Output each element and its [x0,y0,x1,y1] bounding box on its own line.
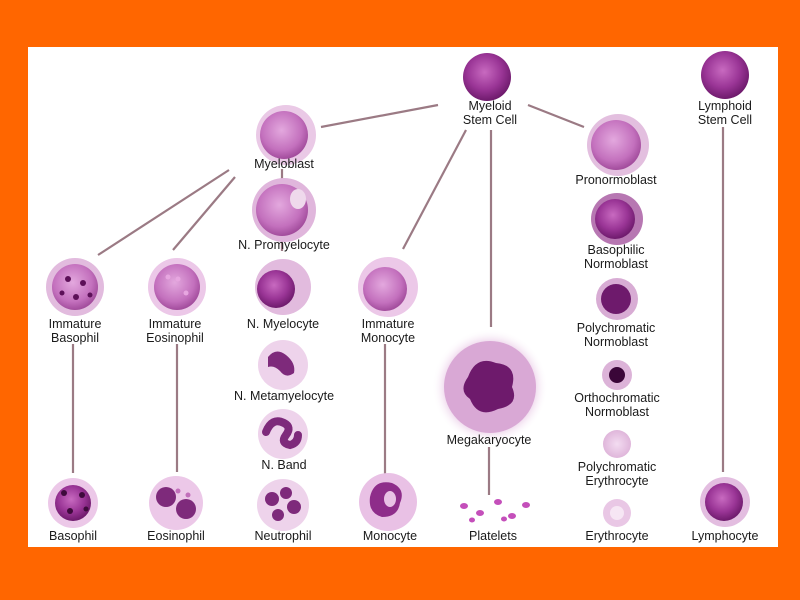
band-cell [258,409,308,459]
immature-monocyte-cell [358,257,418,317]
label-erythrocyte: Erythrocyte [585,529,649,543]
myeloid-stem-cell [463,53,511,101]
label-polychromatic-erythrocyte: Polychromatic Erythrocyte [577,460,657,488]
label-myeloblast: Myeloblast [254,157,314,171]
label-immature-basophil: Immature Basophil [48,317,102,345]
pronormoblast-cell [587,114,649,176]
label-platelets: Platelets [469,529,517,543]
label-immature-monocyte: Immature Monocyte [360,317,416,345]
label-pronormoblast: Pronormoblast [575,173,657,187]
platelets-cluster [460,499,530,523]
polychromatic-erythrocyte-cell [603,430,631,458]
label-myeloid-stem-cell: Myeloid Stem Cell [462,99,518,127]
label-basophilic-normoblast: Basophilic Normoblast [584,243,648,271]
neutrophil-cell [257,479,309,531]
monocyte-cell [359,473,417,531]
label-orthochromatic-normoblast: Orthochromatic Normoblast [574,391,660,419]
label-immature-eosinophil: Immature Eosinophil [146,317,204,345]
label-n-myelocyte: N. Myelocyte [246,317,320,331]
label-polychromatic-normoblast: Polychromatic Normoblast [576,321,656,349]
basophil-cell [48,478,98,528]
promyelocyte-cell [252,178,316,242]
label-n-metamyelocyte: N. Metamyelocyte [233,389,335,403]
myelocyte-cell [255,259,311,315]
immature-eosinophil-cell [148,258,206,316]
eosinophil-cell [149,476,203,530]
label-lymphocyte: Lymphocyte [691,529,759,543]
label-lymphoid-stem-cell: Lymphoid Stem Cell [697,99,753,127]
polychromatic-normoblast-cell [596,278,638,320]
metamyelocyte-cell [258,340,308,390]
label-neutrophil: Neutrophil [254,529,312,543]
orthochromatic-normoblast-cell [602,360,632,390]
basophilic-normoblast-cell [591,193,643,245]
lymphocyte-cell [700,477,750,527]
label-basophil: Basophil [49,529,97,543]
lymphoid-stem-cell [701,51,749,99]
label-eosinophil: Eosinophil [147,529,205,543]
diagram-panel: Myeloid Stem Cell Lymphoid Stem Cell Mye… [28,47,778,547]
connector-lines [71,103,725,495]
label-n-band: N. Band [261,458,307,472]
immature-basophil-cell [46,258,104,316]
megakaryocyte-cell [432,329,548,445]
label-megakaryocyte: Megakaryocyte [446,433,532,447]
label-monocyte: Monocyte [362,529,418,543]
myeloblast-cell [256,105,316,165]
erythrocyte-cell [603,499,631,527]
label-n-promyelocyte: N. Promyelocyte [238,238,330,252]
hematopoiesis-diagram [46,51,750,531]
